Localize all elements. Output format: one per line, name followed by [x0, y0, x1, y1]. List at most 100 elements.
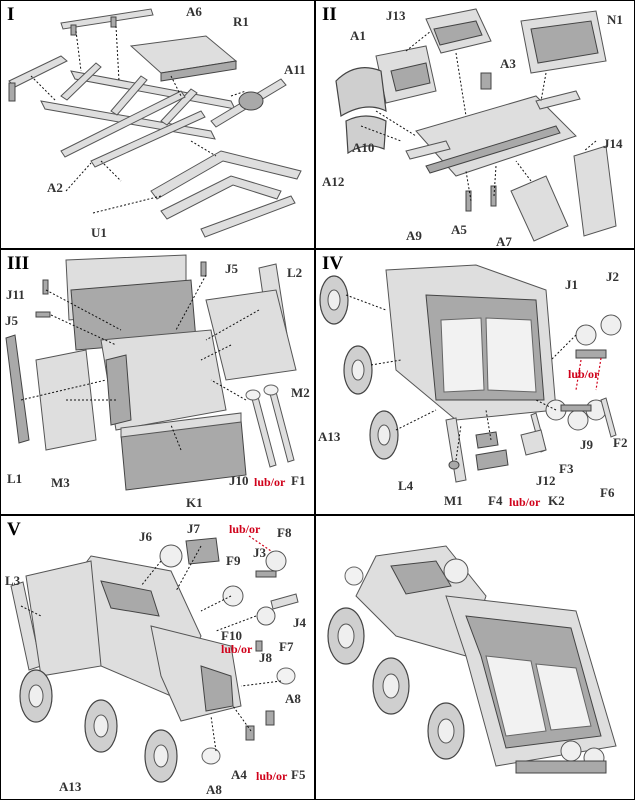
leader-9 — [65, 162, 92, 192]
fender-a12-lower — [345, 115, 387, 155]
leader-4 — [550, 334, 577, 361]
rod-f2 — [600, 397, 617, 438]
leader-1 — [345, 294, 387, 311]
finished-spotlight — [344, 566, 364, 586]
hood-a1-grille — [390, 62, 431, 92]
label-a11: A11 — [284, 62, 306, 77]
cross-member-2 — [110, 75, 148, 116]
leader-1 — [405, 30, 432, 52]
part-a5 — [490, 185, 497, 207]
wheel-hub-3 — [377, 424, 391, 446]
finished-bed-board-2 — [535, 663, 592, 731]
cab-assembly-drawing — [335, 8, 617, 242]
border-top — [0, 0, 635, 1]
a6-peg-1 — [70, 24, 77, 36]
leader-6 — [485, 409, 492, 441]
leader-2 — [175, 545, 202, 592]
label-a3: A3 — [500, 56, 516, 71]
bed-wheel-arch — [105, 354, 132, 426]
label-a2: A2 — [47, 180, 63, 195]
label-m2: M2 — [291, 385, 310, 400]
part-j8 — [255, 640, 263, 652]
label-m1: M1 — [444, 493, 463, 508]
label-lub-or-3: lub/or — [256, 769, 288, 783]
label-f4: F4 — [488, 493, 503, 508]
leader-5 — [583, 140, 597, 152]
leader-9 — [210, 379, 247, 401]
plate-k2 — [475, 449, 509, 471]
step-numeral: I — [7, 4, 15, 25]
leader-1 — [140, 560, 162, 587]
finished-wheel-hub-1 — [337, 623, 355, 649]
winch-bracket-j7 — [185, 537, 220, 565]
label-j4: J4 — [293, 615, 306, 630]
leader-red-1 — [248, 535, 272, 552]
label-f3: F3 — [559, 461, 574, 476]
part-a9 — [465, 190, 472, 212]
leader-6 — [210, 715, 217, 752]
label-a5: A5 — [451, 222, 467, 237]
leader-3 — [175, 274, 207, 331]
leader-3 — [200, 595, 232, 612]
cross-member-3 — [160, 88, 198, 126]
bed-box-n1-inner — [530, 20, 599, 64]
spool-axle — [560, 404, 592, 412]
bed-floor-board-1 — [440, 317, 485, 393]
box-j12 — [520, 429, 547, 456]
rear-frame-u1 — [150, 150, 302, 200]
panel-step-1: I A6 R1 A11 A2 U1 — [1, 1, 314, 248]
panel-finished-model — [316, 516, 634, 799]
label-lub-or-1: lub/or — [568, 367, 600, 381]
label-lub-or: lub/or — [254, 475, 286, 489]
label-j10: J10 — [229, 473, 249, 488]
knob-m1 — [448, 460, 460, 470]
horizontal-divider-2 — [0, 514, 635, 516]
label-f8: F8 — [277, 525, 292, 540]
part-a4 — [245, 725, 255, 741]
label-a8-top: A8 — [285, 691, 301, 706]
wheel-f8 — [265, 550, 287, 572]
leader-3 — [455, 52, 467, 117]
shovel-j10-blade — [245, 389, 261, 401]
label-a9: A9 — [406, 228, 422, 243]
label-j7: J7 — [187, 521, 200, 536]
leader-2 — [370, 359, 402, 366]
label-l1: L1 — [7, 471, 23, 486]
label-j12: J12 — [536, 473, 556, 488]
leader-8 — [92, 195, 162, 214]
front-axle-assembly — [405, 140, 451, 160]
leader-1 — [30, 75, 57, 102]
label-j13: J13 — [386, 8, 406, 23]
pin-j5-right — [200, 261, 207, 277]
winch-drum-j6 — [159, 544, 183, 568]
wheels-winch-drawing — [319, 264, 622, 483]
leader-9 — [360, 125, 402, 142]
leader-4 — [540, 72, 547, 102]
winch-frame — [575, 349, 607, 359]
label-l4: L4 — [398, 478, 414, 493]
rear-frame-u1-tail — [200, 195, 296, 238]
step-numeral: IV — [322, 253, 344, 274]
label-lub-or-2: lub/or — [509, 495, 541, 509]
label-a4: A4 — [231, 767, 247, 782]
final-assembly-drawing — [10, 535, 299, 783]
headlight-a8-bottom — [201, 747, 221, 765]
part-f5 — [265, 710, 275, 726]
diff-housing-a11 — [238, 91, 264, 111]
wheel-hub-2 — [351, 359, 365, 381]
fender-a12 — [335, 67, 387, 117]
finished-winch — [443, 558, 469, 584]
rear-axle-assembly — [535, 90, 581, 110]
plate-f4 — [475, 431, 499, 449]
step-numeral: II — [322, 4, 337, 25]
label-k2: K2 — [548, 493, 565, 508]
label-f1: F1 — [291, 473, 306, 488]
cab-window — [100, 580, 160, 617]
finished-bed-board-1 — [485, 655, 547, 737]
finished-wheel-hub-2 — [382, 673, 400, 699]
wheel-f7 — [256, 606, 276, 626]
step-numeral: III — [7, 253, 30, 274]
leader-6 — [515, 160, 532, 182]
a6-peg-2 — [110, 16, 117, 28]
